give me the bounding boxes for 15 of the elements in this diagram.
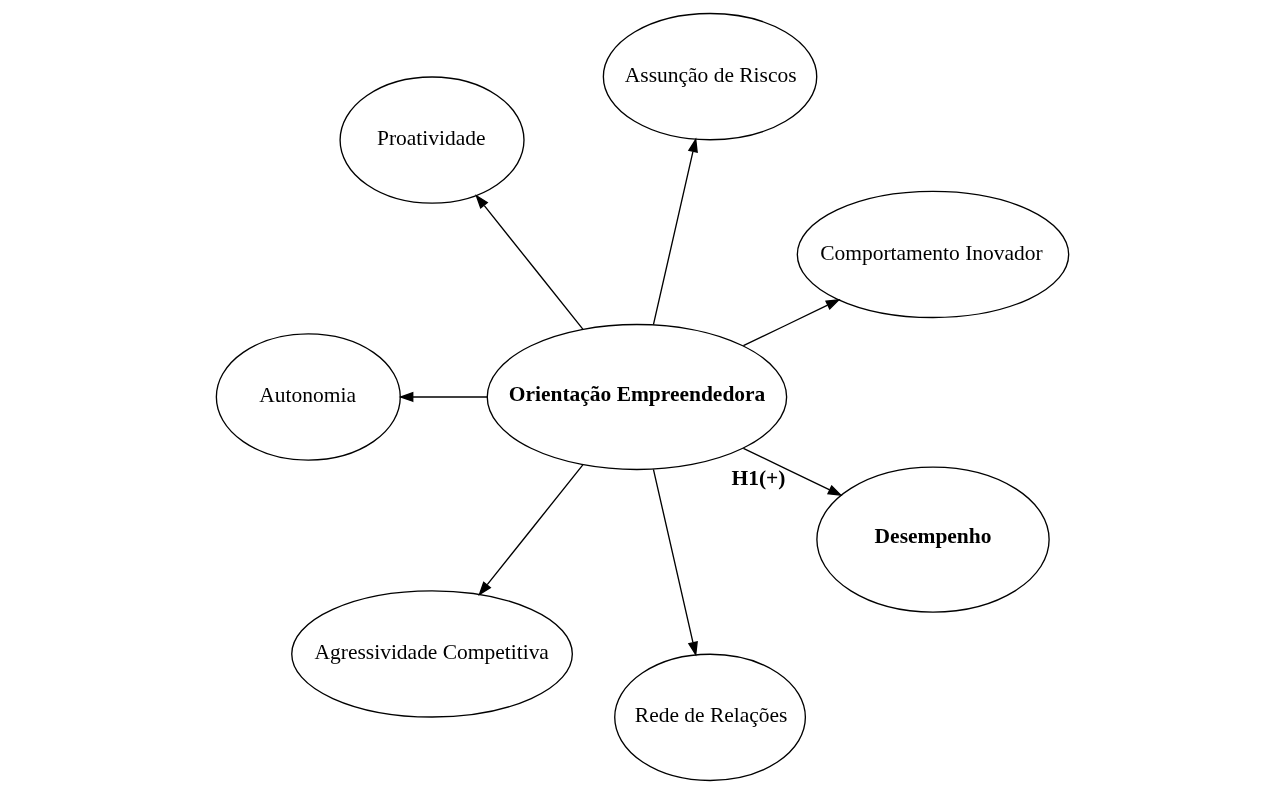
arrow (652, 137, 698, 326)
node-ellipse: Desempenho (816, 466, 1050, 613)
node-ellipse: Comportamento Inovador (796, 190, 1070, 319)
node-ellipse: Agressividade Competitiva (291, 590, 573, 718)
node-ellipse: Rede de Relações (614, 653, 807, 782)
node-ellipse: Orientação Empreendedora (486, 323, 788, 471)
node-ellipse: Assunção de Riscos (602, 12, 818, 141)
arrow (652, 468, 698, 657)
arrow (742, 298, 841, 347)
arrow (475, 194, 584, 330)
node-ellipse: Proatividade (339, 76, 525, 204)
node-ellipse: Autonomia (215, 333, 401, 461)
arrow (398, 391, 488, 403)
arrow (742, 447, 843, 496)
arrow (478, 464, 584, 597)
